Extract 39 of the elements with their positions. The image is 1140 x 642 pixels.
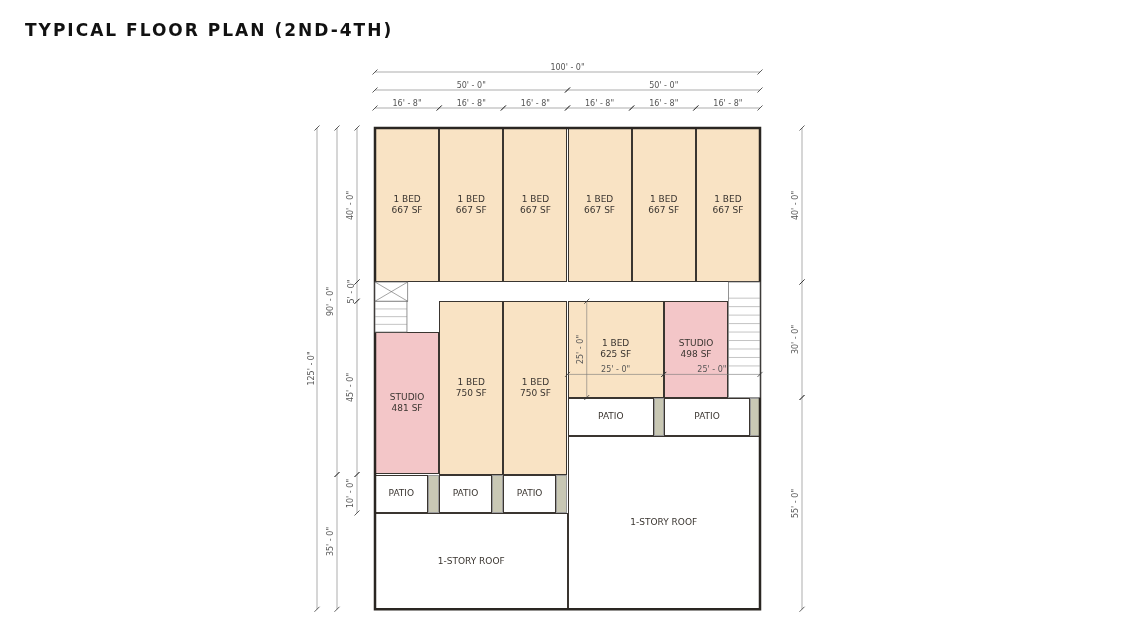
patio-area: PATIO [375, 474, 428, 513]
dimension-label: 10' - 0" [346, 479, 356, 509]
page-title: TYPICAL FLOOR PLAN (2ND-4TH) [25, 20, 394, 40]
dimension-label: 45' - 0" [346, 373, 356, 403]
apartment-unit: 1 BED 667 SF [439, 128, 504, 282]
apartment-unit: 1 BED 667 SF [567, 128, 632, 282]
patio-area: PATIO [663, 397, 751, 436]
dimension-label: 25' - 0" [697, 365, 727, 375]
roof-area: 1-STORY ROOF [567, 436, 760, 610]
dimension-label: 16' - 8" [585, 99, 615, 108]
dimension-label: 16' - 8" [520, 99, 550, 108]
dimension-label: 30' - 0" [791, 325, 801, 355]
dimension-label: 90' - 0" [326, 286, 336, 316]
dimension-label: 100' - 0" [550, 63, 585, 72]
dimension-label: 35' - 0" [326, 527, 336, 557]
apartment-unit: 1 BED 667 SF [695, 128, 760, 282]
dimension-label: 40' - 0" [791, 190, 801, 220]
dimension-label: 50' - 0" [649, 81, 679, 90]
studio-unit: STUDIO 481 SF [375, 332, 440, 475]
dimension-label: 16' - 8" [456, 99, 486, 108]
apartment-unit: 1 BED 667 SF [503, 128, 568, 282]
roof-area: 1-STORY ROOF [375, 513, 568, 610]
apartment-unit: 1 BED 667 SF [631, 128, 696, 282]
dimension-label: 16' - 8" [713, 99, 743, 108]
dimension-label: 16' - 8" [649, 99, 679, 108]
dimension-label: 25' - 0" [576, 334, 586, 364]
apartment-unit: 1 BED 750 SF [439, 301, 504, 475]
patio-area: PATIO [439, 474, 492, 513]
apartment-unit: 1 BED 667 SF [375, 128, 440, 282]
dimension-label: 16' - 8" [392, 99, 422, 108]
patio-area: PATIO [503, 474, 556, 513]
dimension-label: 40' - 0" [346, 190, 356, 220]
dimension-label: 5' - 0" [346, 279, 356, 304]
dimension-label: 125' - 0" [306, 351, 316, 386]
dimension-label: 25' - 0" [601, 365, 631, 375]
dimension-label: 55' - 0" [791, 488, 801, 518]
patio-area: PATIO [567, 397, 655, 436]
apartment-unit: 1 BED 750 SF [503, 301, 568, 475]
dimension-label: 50' - 0" [456, 81, 486, 90]
